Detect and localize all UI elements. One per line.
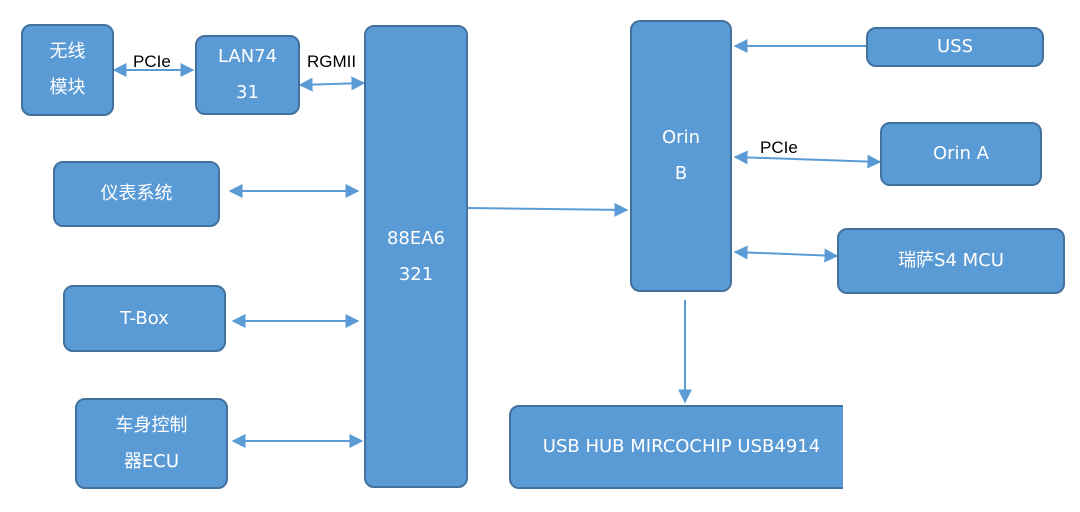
orin-b-line1: Orin xyxy=(662,127,700,148)
lan7431-line2: 31 xyxy=(236,82,259,103)
ethernet-switch-box: 88EA6 321 xyxy=(364,25,468,488)
pcie-label-wireless-lan: PCIe xyxy=(133,52,171,71)
lan7431-box: LAN74 31 xyxy=(195,35,300,115)
usb-hub-crop-edge xyxy=(843,400,863,495)
renesas-s4-mcu-box: 瑞萨S4 MCU xyxy=(837,228,1065,294)
ethernet-switch-line2: 321 xyxy=(398,263,434,285)
tbox-label: T-Box xyxy=(120,307,169,329)
orin-b-line2: B xyxy=(674,163,688,184)
tbox-box: T-Box xyxy=(63,285,226,352)
usb-hub-label: USB HUB MIRCOCHIP USB4914 xyxy=(542,436,821,457)
uss-box: USS xyxy=(866,27,1044,67)
body-control-ecu-box: 车身控制 器ECU xyxy=(75,398,228,489)
orin-b-box: Orin B xyxy=(630,20,732,292)
wireless-module-box: 无线 模块 xyxy=(21,24,114,116)
orin-a-label: Orin A xyxy=(932,143,989,164)
body-control-ecu-line2: 器ECU xyxy=(123,450,180,472)
usb-hub-box: USB HUB MIRCOCHIP USB4914 xyxy=(509,405,854,489)
instrument-cluster-box: 仪表系统 xyxy=(53,161,220,227)
ethernet-switch-line1: 88EA6 xyxy=(386,227,446,249)
uss-label: USS xyxy=(936,36,974,57)
arrow-orina-orinb xyxy=(733,150,882,169)
instrument-cluster-label: 仪表系统 xyxy=(100,183,173,204)
arrow-switch-orinb xyxy=(467,202,629,217)
wireless-module-line2: 模块 xyxy=(49,77,86,98)
pcie-label-orina-orinb: PCIe xyxy=(760,138,798,157)
wireless-module-line1: 无线 xyxy=(49,41,86,62)
body-control-ecu-line1: 车身控制 xyxy=(115,414,188,436)
renesas-s4-mcu-label: 瑞萨S4 MCU xyxy=(898,250,1004,271)
orin-a-box: Orin A xyxy=(880,122,1042,186)
arrow-lan-switch xyxy=(298,76,366,92)
rgmii-label: RGMII xyxy=(307,52,357,71)
arrow-renesas-orinb xyxy=(733,245,839,263)
lan7431-line1: LAN74 xyxy=(217,46,278,67)
